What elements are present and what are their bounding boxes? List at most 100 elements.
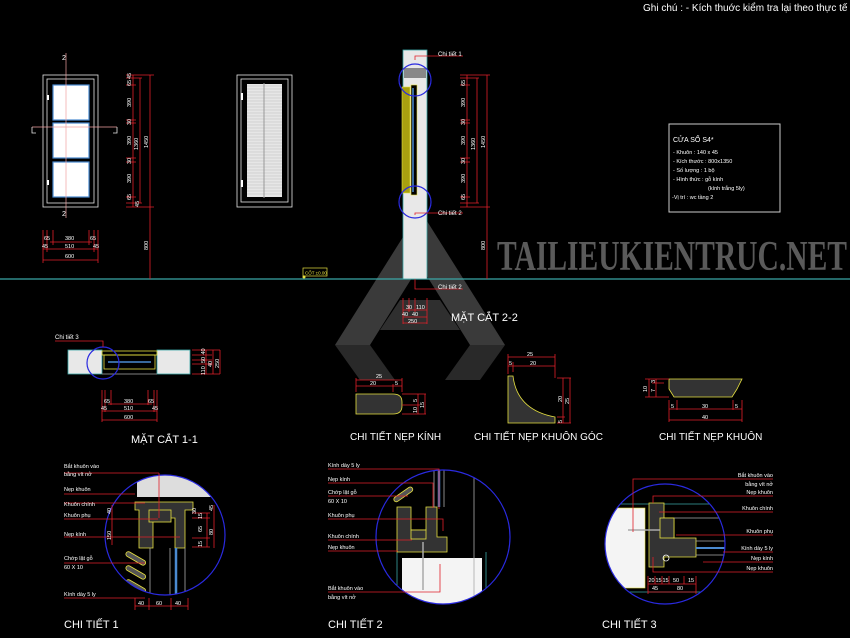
callout-circle-detail2 [398,185,432,219]
detail-title: CHI TIẾT 2 [328,618,383,631]
spec-line: - Hình thức : gỗ kính [673,176,723,183]
detail-label: Kính dày 5 ly [328,463,360,469]
dim: 45 [652,586,658,592]
dim: 150 [107,531,113,540]
detail-label: Chớp lật gỗ [328,489,357,496]
dim: 1450 [481,136,487,148]
detail-label: Khuôn phụ [746,529,773,535]
dim: 80 [209,529,215,535]
dim: 45 [135,201,141,207]
dim: 40 [138,601,144,607]
profile-nep-kinh: 25 20 5 5 10 15 CHI TIẾT NẸP KÍNH [350,374,441,443]
spec-line: - Khuôn : 140 x 45 [673,150,718,156]
profile-nep-khuon: 10 3 7 5 30 5 40 CHI TIẾT NẸP KHUÔN [643,378,762,443]
dim: 1360 [134,138,140,150]
spec-title: CỬA SỔ S4* [673,135,714,144]
dim: 25 [527,352,533,358]
dim: 40 [402,312,408,318]
dim: 390 [461,174,467,183]
dim: 20 [558,396,564,402]
dim: 600 [65,254,74,260]
dim: 25 [376,374,382,380]
dim: 15 [198,513,204,519]
profile-title: CHI TIẾT NẸP KÍNH [350,430,441,443]
dim: 40 [208,361,214,367]
dim: 20 [649,578,655,584]
spec-line: -Vị trí : wc tầng 2 [672,195,713,201]
dim: 5 [735,404,738,410]
dim: 20 [370,381,376,387]
dim: 65 [127,194,133,200]
section-mark-top: 2 [62,55,66,62]
detail-2: Kính dày 5 ly Nẹp kính Chớp lật gỗ 60 X … [328,463,511,631]
detail-label: Bắt khuôn vào [328,585,363,592]
dim: 45 [93,244,99,250]
watermark-logo [335,210,505,380]
section-title: MẶT CẮT 1-1 [131,433,198,446]
detail-label: Khuôn chính [742,506,773,512]
dim: 40 [201,348,207,354]
spec-line: - Số lượng : 1 bộ [673,168,715,174]
dim: 45 [209,505,215,511]
dim: 30 [192,508,198,514]
dim: 3 [651,380,657,383]
dim: 15 [198,541,204,547]
dim: 110 [201,366,207,375]
dim: 15 [663,578,669,584]
dim: 380 [65,236,74,242]
detail-label: Khuôn phụ [328,513,355,519]
dim: 10 [413,407,419,413]
dim: 65 [148,399,154,405]
profile-nep-khuon-goc: 25 5 20 20 25 5 CHI TIẾT NẸP KHUÔN GÓC [474,352,603,443]
dim: 15 [688,578,694,584]
dim: 30 [127,119,133,125]
dim: 40 [107,508,113,514]
callout-circle-detail1 [398,63,432,97]
detail-label: bằng vít nở [745,481,773,488]
dim: 65 [104,399,110,405]
profile-title: CHI TIẾT NẸP KHUÔN GÓC [474,430,603,443]
detail-label: Nẹp khuôn [328,545,355,551]
dim: 10 [643,386,649,392]
watermark-text: TAILIEUKIENTRUC.NET [497,234,847,280]
dim: 65 [198,526,204,532]
elevation-window-louvered [236,74,293,208]
dim: 510 [124,406,133,412]
elevation-window-glazed: 2 2 45 65 390 30 390 30 390 65 45 1360 1… [31,53,154,279]
dim: 30 [702,404,708,410]
dim: 5 [509,361,512,367]
detail-label: Kính dày 5 ly [741,546,773,552]
callout-label: Chi tiết 2 [438,285,462,291]
detail-label: bằng vít nở [328,594,356,601]
general-note: Ghi chú : - Kích thuớc kiểm tra lại theo… [643,2,848,14]
profile-title: CHI TIẾT NẸP KHUÔN [659,430,762,443]
spec-box: CỬA SỔ S4* - Khuôn : 140 x 45 - Kích thư… [668,123,781,213]
dim: 65 [461,194,467,200]
detail-label: Khuôn chính [328,534,359,540]
detail-circle [604,483,726,605]
section-1-1: Chi tiết 3 40 50 40 110 250 65 380 65 45… [55,335,221,446]
dim: 1360 [471,138,477,150]
detail-title: CHI TIẾT 3 [602,618,657,631]
callout-label: Chi tiết 1 [438,52,462,58]
detail-1: Bắt khuôn vào bằng vít nở Nẹp khuôn Khuô… [64,463,226,631]
dim: 40 [702,415,708,421]
dim: 390 [127,136,133,145]
dim: 5 [558,420,564,423]
dim: 800 [481,241,487,250]
detail-label: Nẹp kính [751,556,773,562]
detail-label: Nẹp khuôn [64,487,91,493]
detail-label: Bắt khuôn vào [64,463,99,470]
callout-label: Chi tiết 2 [438,211,462,217]
dim: 20 [530,361,536,367]
dim: 510 [65,244,74,250]
dim: 30 [127,158,133,164]
dim: 30 [406,305,412,311]
detail-label: Nẹp khuôn [746,566,773,572]
dim: 60 [156,601,162,607]
callout-label: Chi tiết 3 [55,335,79,341]
dim: 40 [412,312,418,318]
dim: 1450 [144,136,150,148]
dim: 30 [461,158,467,164]
